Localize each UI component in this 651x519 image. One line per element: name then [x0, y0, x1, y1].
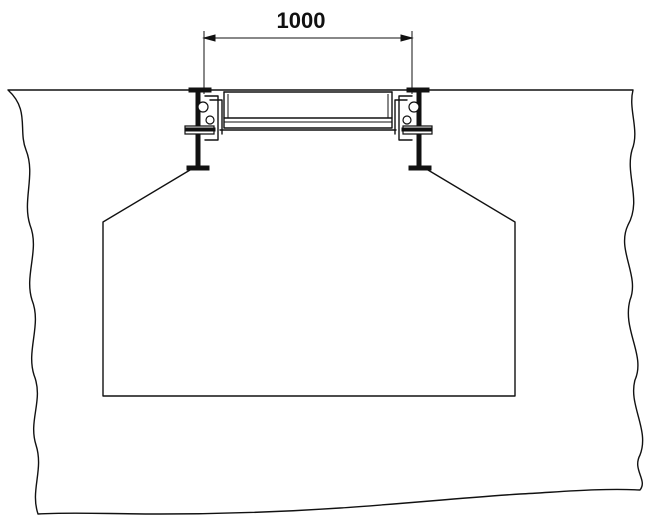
ground-outline — [7, 89, 644, 515]
left-frame-profile — [184, 87, 223, 171]
dimension-label: 1000 — [277, 8, 326, 33]
pit-outline — [102, 169, 516, 397]
right-frame-profile — [394, 87, 433, 171]
dimension-line — [202, 31, 414, 94]
grating-cover — [219, 91, 397, 131]
